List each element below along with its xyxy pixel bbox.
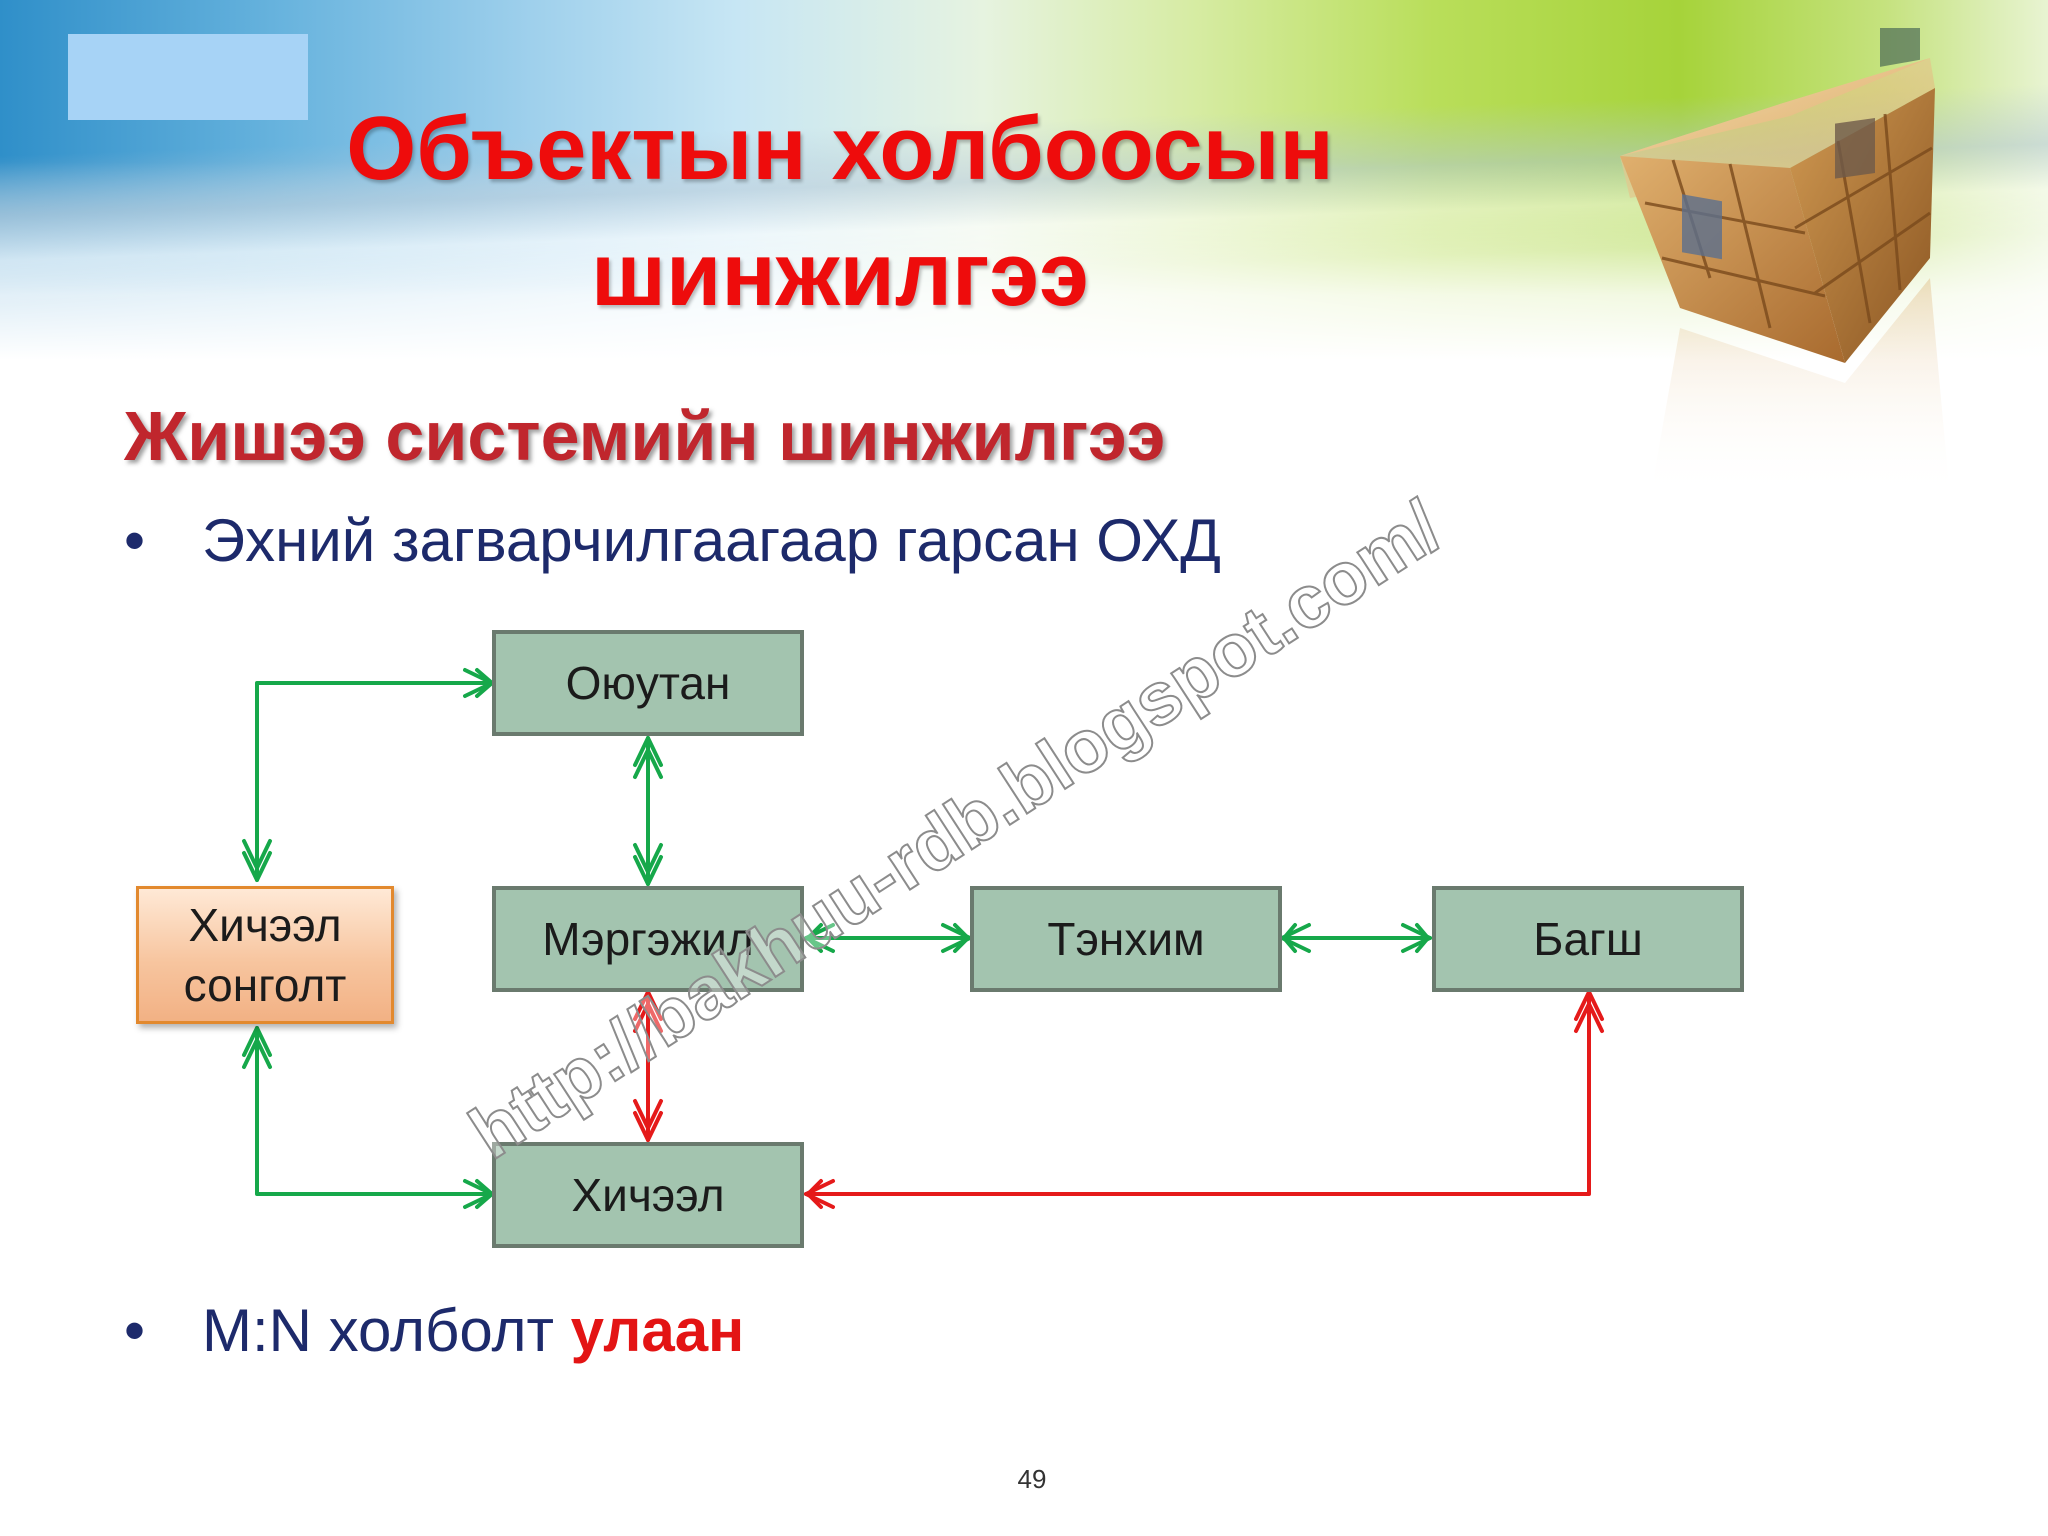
connector-selection-student	[242, 668, 494, 882]
entity-student: Оюутан	[492, 630, 804, 736]
connector-department-teacher	[1280, 923, 1432, 953]
entity-teacher: Багш	[1432, 886, 1744, 992]
connector-course-teacher	[804, 990, 1604, 1209]
entity-course-selection-label-1: Хичээл	[188, 899, 342, 951]
bullet-highlight: улаан	[570, 1297, 745, 1364]
title-line-1: Объектын холбоосын	[346, 99, 1334, 199]
connector-student-major	[633, 736, 663, 886]
entity-course: Хичээл	[492, 1142, 804, 1248]
bullet-item-2: • M:N холболт улаан	[124, 1296, 744, 1365]
entity-course-selection-label-2: сонголт	[183, 959, 347, 1011]
entity-course-selection: Хичээл сонголт	[136, 886, 394, 1024]
connector-major-course	[633, 990, 663, 1142]
entity-department: Тэнхим	[970, 886, 1282, 992]
bullet-item-1: • Эхний загварчилгаагаар гарсан ОХД	[124, 506, 1221, 575]
entity-student-label: Оюутан	[565, 657, 731, 709]
title-line-2: шинжилгээ	[591, 225, 1089, 325]
page-number: 49	[1017, 1464, 1047, 1494]
entity-course-label: Хичээл	[571, 1169, 725, 1221]
entity-department-label: Тэнхим	[1047, 913, 1205, 965]
bullet-dot: •	[124, 1297, 146, 1364]
bullet-text: Эхний загварчилгаагаар гарсан ОХД	[202, 507, 1221, 574]
bullet-text: M:N холболт	[202, 1297, 571, 1364]
connector-selection-course	[242, 1026, 494, 1209]
entity-major: Мэргэжил	[492, 886, 804, 992]
bullet-dot: •	[124, 507, 146, 574]
slide-subtitle: Жишээ системийн шинжилгээ	[124, 397, 1166, 475]
logo-placeholder	[68, 34, 308, 120]
entity-major-label: Мэргэжил	[542, 913, 754, 965]
entity-teacher-label: Багш	[1533, 913, 1643, 965]
slide-title: Объектын холбоосын шинжилгээ	[160, 86, 1520, 338]
